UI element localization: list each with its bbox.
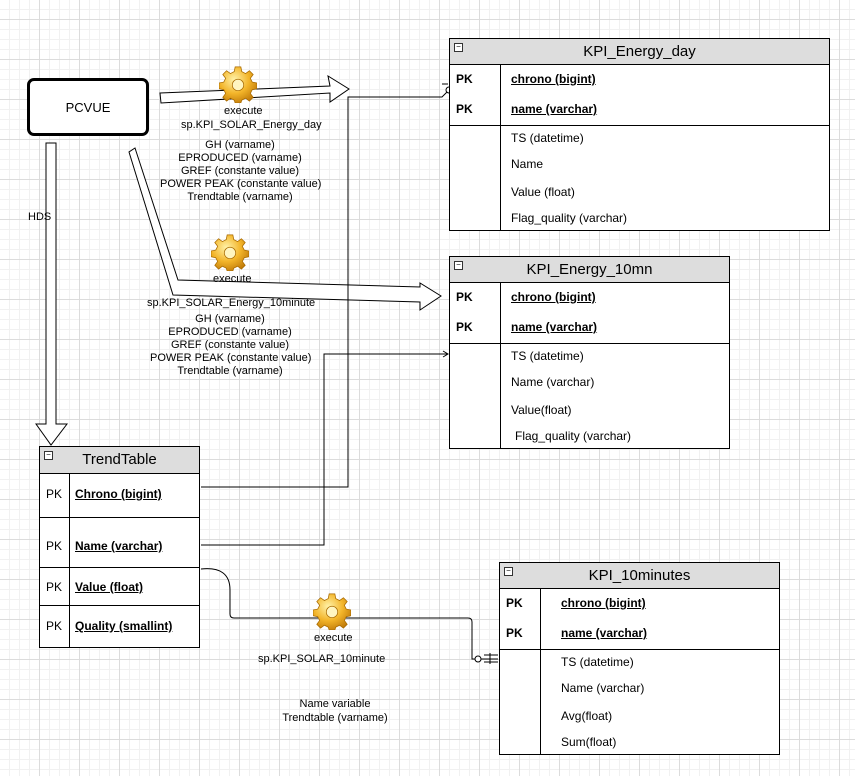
entity-title: KPI_Energy_day <box>583 43 696 60</box>
execute-label: execute <box>213 273 252 285</box>
pk-label: PK <box>46 580 63 594</box>
block-arrow-to-energy-10mn <box>128 147 442 311</box>
procedure-param: POWER PEAK (constante value) <box>160 178 322 190</box>
attribute-field: Value (float) <box>511 185 575 199</box>
collapse-icon[interactable]: − <box>454 261 463 270</box>
attribute-field: Value(float) <box>511 403 572 417</box>
procedure-param: GH (varname) <box>195 313 265 325</box>
key-field: Chrono (bigint) <box>75 487 162 501</box>
key-field: Quality (smallint) <box>75 619 173 633</box>
block-arrow-hds <box>35 142 69 446</box>
relation-chrono-to-energy-day <box>201 91 448 488</box>
key-field: name (varchar) <box>561 626 648 640</box>
attribute-field: Name (varchar) <box>511 375 595 389</box>
relation-value-to-kpi-10minutes <box>200 568 498 660</box>
pk-label: PK <box>46 619 63 633</box>
entity-kpi-energy-day[interactable]: − KPI_Energy_day PK chrono (bigint) PK n… <box>449 38 830 231</box>
key-field: chrono (bigint) <box>511 72 596 86</box>
pk-label: PK <box>456 320 473 334</box>
procedure-param: POWER PEAK (constante value) <box>150 352 312 364</box>
gear-icon <box>313 593 351 630</box>
procedure-param: EPRODUCED (varname) <box>178 152 302 164</box>
procedure-param: Trendtable (varname) <box>177 365 283 377</box>
procedure-param: Name variable <box>299 698 371 710</box>
attribute-field: Name (varchar) <box>561 681 645 695</box>
execute-label: execute <box>314 632 353 644</box>
procedure-param: GREF (constante value) <box>181 165 299 177</box>
pcvue-label: PCVUE <box>65 99 111 115</box>
procedure-param: GREF (constante value) <box>171 339 289 351</box>
collapse-icon[interactable]: − <box>44 451 53 460</box>
gear-icon <box>219 66 257 103</box>
relation-name-to-energy-10mn <box>201 353 448 546</box>
entity-trendtable[interactable]: − TrendTable PK Chrono (bigint) PK Name … <box>39 446 200 648</box>
key-field: name (varchar) <box>511 102 598 116</box>
procedure-name: sp.KPI_SOLAR_Energy_day <box>181 119 322 131</box>
pk-label: PK <box>456 102 473 116</box>
procedure-param: GH (varname) <box>205 139 275 151</box>
attribute-field: Flag_quality (varchar) <box>515 429 632 443</box>
attribute-field: Flag_quality (varchar) <box>511 211 628 225</box>
pk-label: PK <box>506 596 523 610</box>
attribute-field: Sum(float) <box>561 735 617 749</box>
collapse-icon[interactable]: − <box>454 43 463 52</box>
procedure-param: EPRODUCED (varname) <box>168 326 292 338</box>
entity-kpi-energy-10mn[interactable]: − KPI_Energy_10mn PK chrono (bigint) PK … <box>449 256 730 449</box>
attribute-field: TS (datetime) <box>511 349 584 363</box>
entity-title: KPI_10minutes <box>588 567 691 584</box>
gear-icon <box>211 234 249 271</box>
pcvue-node[interactable]: PCVUE <box>27 78 149 136</box>
key-field: Name (varchar) <box>75 539 163 553</box>
procedure-param: Trendtable (varname) <box>282 712 388 724</box>
attribute-field: Name <box>511 157 544 171</box>
collapse-icon[interactable]: − <box>504 567 513 576</box>
attribute-field: TS (datetime) <box>511 131 584 145</box>
entity-title: KPI_Energy_10mn <box>526 261 653 278</box>
procedure-name: sp.KPI_SOLAR_10minute <box>258 653 386 665</box>
hds-label: HDS <box>28 211 52 223</box>
pk-label: PK <box>506 626 523 640</box>
key-field: name (varchar) <box>511 320 598 334</box>
key-field: Value (float) <box>75 580 144 594</box>
procedure-name: sp.KPI_SOLAR_Energy_10minute <box>147 297 316 309</box>
procedure-param: Trendtable (varname) <box>187 191 293 203</box>
pk-label: PK <box>46 539 63 553</box>
attribute-field: TS (datetime) <box>561 655 634 669</box>
key-field: chrono (bigint) <box>561 596 646 610</box>
pk-label: PK <box>456 290 473 304</box>
entity-kpi-10minutes[interactable]: − KPI_10minutes PK chrono (bigint) PK na… <box>499 562 780 755</box>
execute-label: execute <box>224 105 263 117</box>
key-field: chrono (bigint) <box>511 290 596 304</box>
pk-label: PK <box>46 487 63 501</box>
pk-label: PK <box>456 72 473 86</box>
attribute-field: Avg(float) <box>561 709 613 723</box>
entity-title: TrendTable <box>82 451 157 468</box>
